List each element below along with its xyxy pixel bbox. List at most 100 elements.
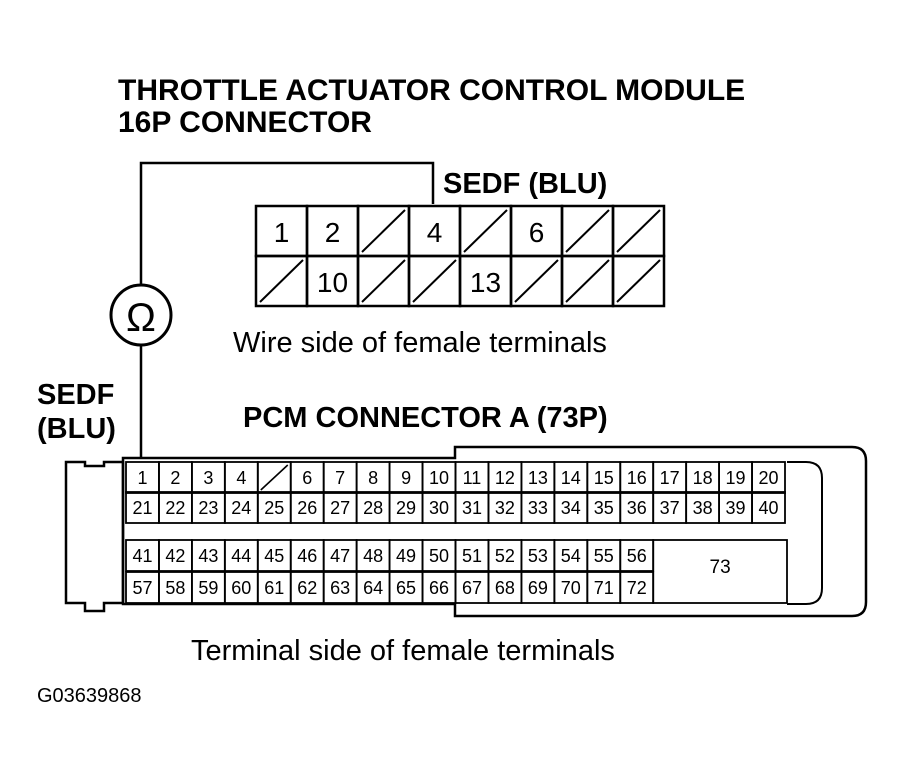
- ohm-symbol: Ω: [126, 296, 156, 340]
- figure-id: G03639868: [37, 685, 142, 707]
- pcm-terminal-number: 3: [203, 468, 213, 488]
- pcm-terminal-61: 61: [256, 571, 292, 604]
- pcm-terminal-52: 52: [487, 539, 523, 572]
- tacm-terminal-number: 13: [470, 267, 501, 298]
- pcm-terminal-56: 56: [619, 539, 655, 572]
- title-line-2: 16P CONNECTOR: [118, 106, 372, 139]
- pcm-terminal-number: 18: [693, 468, 713, 488]
- pcm-terminal-1: 1: [125, 461, 160, 494]
- pcm-terminal-55: 55: [586, 539, 622, 572]
- pcm-terminal-number: 42: [165, 546, 185, 566]
- pcm-terminal-34: 34: [553, 491, 589, 524]
- pcm-terminal-12: 12: [487, 461, 523, 494]
- pcm-terminal-73: 73: [652, 539, 788, 604]
- pcm-terminal-number: 11: [463, 468, 482, 488]
- tacm-terminal-number: 1: [274, 217, 290, 248]
- pcm-terminal-number: 26: [297, 498, 317, 518]
- pcm-terminal-16: 16: [619, 461, 655, 494]
- pcm-terminal-number: 47: [330, 546, 350, 566]
- pcm-terminal-50: 50: [421, 539, 457, 572]
- pcm-terminal-8: 8: [355, 461, 391, 494]
- pcm-terminal-number: 27: [330, 498, 350, 518]
- pcm-terminal-number: 6: [302, 468, 312, 488]
- pcm-terminal-number: 65: [396, 578, 416, 598]
- pcm-terminal-number: 24: [231, 498, 251, 518]
- pcm-terminal-51: 51: [454, 539, 490, 572]
- pcm-terminal-6: 6: [289, 461, 325, 494]
- pcm-terminal-17: 17: [652, 461, 688, 494]
- pcm-terminal-29: 29: [388, 491, 424, 524]
- pcm-terminal-number: 31: [462, 498, 482, 518]
- pcm-terminal-number: 34: [561, 498, 581, 518]
- pcm-terminal-24: 24: [223, 491, 259, 524]
- pcm-terminal-number: 14: [561, 468, 581, 488]
- pcm-terminal-number: 70: [561, 578, 581, 598]
- tacm-terminal-number: 6: [529, 217, 545, 248]
- pcm-terminal-number: 62: [297, 578, 317, 598]
- pcm-terminal-number: 73: [710, 557, 731, 578]
- pcm-terminal-number: 1: [137, 468, 147, 488]
- pcm-terminal-47: 47: [322, 539, 358, 572]
- pcm-wire-label-line-1: SEDF: [37, 379, 114, 411]
- pcm-terminal-33: 33: [520, 491, 556, 524]
- pcm-terminal-10: 10: [421, 461, 457, 494]
- pcm-terminal-27: 27: [322, 491, 358, 524]
- pcm-terminal-40: 40: [751, 491, 786, 524]
- pcm-terminal-number: 20: [759, 468, 779, 488]
- pcm-terminal-63: 63: [322, 571, 358, 604]
- pcm-terminal-3: 3: [190, 461, 226, 494]
- pcm-terminal-20: 20: [751, 461, 786, 494]
- pcm-terminal-number: 33: [528, 498, 548, 518]
- pcm-terminal-number: 52: [495, 546, 515, 566]
- pcm-terminal-54: 54: [553, 539, 589, 572]
- pcm-terminal-19: 19: [718, 461, 753, 494]
- pcm-wire-label-line-2: (BLU): [37, 413, 116, 445]
- pcm-terminal-60: 60: [223, 571, 259, 604]
- tacm-unused-terminal: [611, 204, 666, 258]
- pcm-terminal-number: 7: [335, 468, 345, 488]
- tacm-unused-terminal: [611, 254, 666, 308]
- pcm-terminal-number: 9: [401, 468, 411, 488]
- pcm-terminal-number: 64: [363, 578, 383, 598]
- pcm-terminal-number: 8: [368, 468, 378, 488]
- pcm-unused-terminal: [256, 461, 292, 494]
- pcm-terminal-number: 66: [429, 578, 449, 598]
- wire-to-tacm: [139, 161, 435, 285]
- pcm-terminal-number: 2: [170, 468, 180, 488]
- pcm-terminal-number: 50: [429, 546, 449, 566]
- pcm-terminal-number: 46: [297, 546, 317, 566]
- pcm-terminal-number: 58: [165, 578, 185, 598]
- pcm-terminal-number: 17: [660, 468, 680, 488]
- pcm-terminal-72: 72: [619, 571, 655, 604]
- pcm-terminal-number: 57: [132, 578, 152, 598]
- pcm-terminal-70: 70: [553, 571, 589, 604]
- pcm-terminal-43: 43: [190, 539, 226, 572]
- pcm-terminal-36: 36: [619, 491, 655, 524]
- pcm-terminal-number: 43: [198, 546, 218, 566]
- pcm-terminal-number: 69: [528, 578, 548, 598]
- pcm-terminal-number: 36: [627, 498, 647, 518]
- pcm-terminal-number: 37: [660, 498, 680, 518]
- pcm-terminal-32: 32: [487, 491, 523, 524]
- tacm-caption: Wire side of female terminals: [233, 327, 607, 359]
- pcm-terminal-number: 60: [231, 578, 251, 598]
- tacm-terminal-6: 6: [509, 204, 564, 258]
- pcm-terminal-number: 39: [726, 498, 746, 518]
- pcm-terminal-number: 22: [165, 498, 185, 518]
- pcm-terminal-23: 23: [190, 491, 226, 524]
- pcm-terminal-38: 38: [685, 491, 721, 524]
- pcm-terminal-25: 25: [256, 491, 292, 524]
- pcm-caption: Terminal side of female terminals: [191, 635, 615, 667]
- pcm-terminal-number: 72: [627, 578, 647, 598]
- pcm-terminal-number: 40: [759, 498, 779, 518]
- pcm-terminal-64: 64: [355, 571, 391, 604]
- tacm-unused-terminal: [356, 254, 411, 308]
- ohmmeter-icon: Ω: [109, 283, 173, 347]
- pcm-terminal-number: 19: [726, 468, 746, 488]
- tacm-unused-terminal: [356, 204, 411, 258]
- pcm-terminal-number: 16: [627, 468, 647, 488]
- pcm-terminal-11: 11: [454, 461, 490, 494]
- pcm-terminal-number: 59: [198, 578, 218, 598]
- tacm-terminal-number: 2: [325, 217, 341, 248]
